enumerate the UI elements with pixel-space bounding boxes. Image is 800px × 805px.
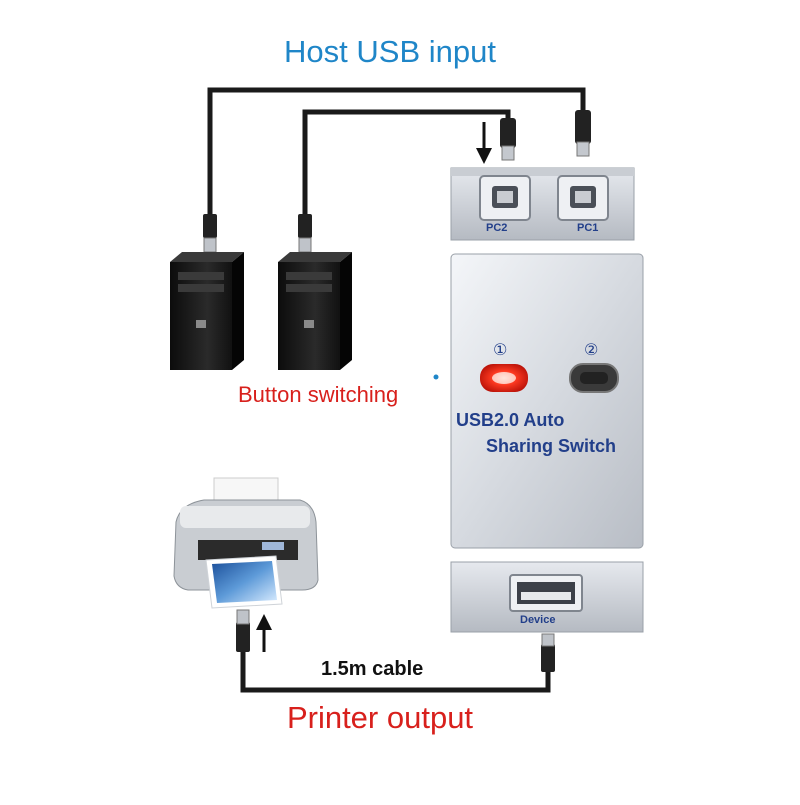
host-usb-input-label: Host USB input <box>284 34 496 69</box>
led-2-number: ② <box>584 342 599 359</box>
switch-host-port-panel <box>450 167 635 241</box>
device-brand-line1: USB2.0 Auto <box>456 410 565 430</box>
port-label-pc1: PC1 <box>577 222 599 234</box>
switch-body <box>450 253 644 549</box>
pc-tower-icon <box>278 252 352 370</box>
indicator-dot <box>433 374 439 380</box>
usb-b-plug-icon <box>575 110 591 157</box>
cable-length-label: 1.5m cable <box>321 658 424 680</box>
host-cable-pc1 <box>207 87 586 216</box>
led-1-active[interactable] <box>480 364 528 392</box>
button-switching-label: Button switching <box>238 382 399 407</box>
usb-a-plug-icon <box>541 633 555 672</box>
pc-tower-icon <box>170 252 244 370</box>
usb-b-plug-icon <box>500 118 516 161</box>
led-2-inactive[interactable] <box>569 363 619 393</box>
usb-b-port-pc2 <box>479 175 531 221</box>
host-cable-pc2 <box>302 109 511 216</box>
port-label-pc2: PC2 <box>486 222 508 234</box>
device-brand-line2: Sharing Switch <box>486 436 617 456</box>
arrow-icon <box>256 614 272 652</box>
led-1-number: ① <box>493 342 508 359</box>
usb-a-plug-icon <box>298 214 312 253</box>
printer-icon <box>173 477 319 609</box>
usb-b-port-pc1 <box>557 175 609 221</box>
port-label-device: Device <box>520 614 556 626</box>
usb-b-plug-icon <box>236 609 250 652</box>
usb-a-port-device <box>509 574 583 612</box>
printer-output-label: Printer output <box>286 700 474 735</box>
printer-cable <box>240 650 551 693</box>
switch-device-port-panel <box>450 561 644 633</box>
arrow-icon <box>476 122 492 164</box>
usb-a-plug-icon <box>203 214 217 253</box>
